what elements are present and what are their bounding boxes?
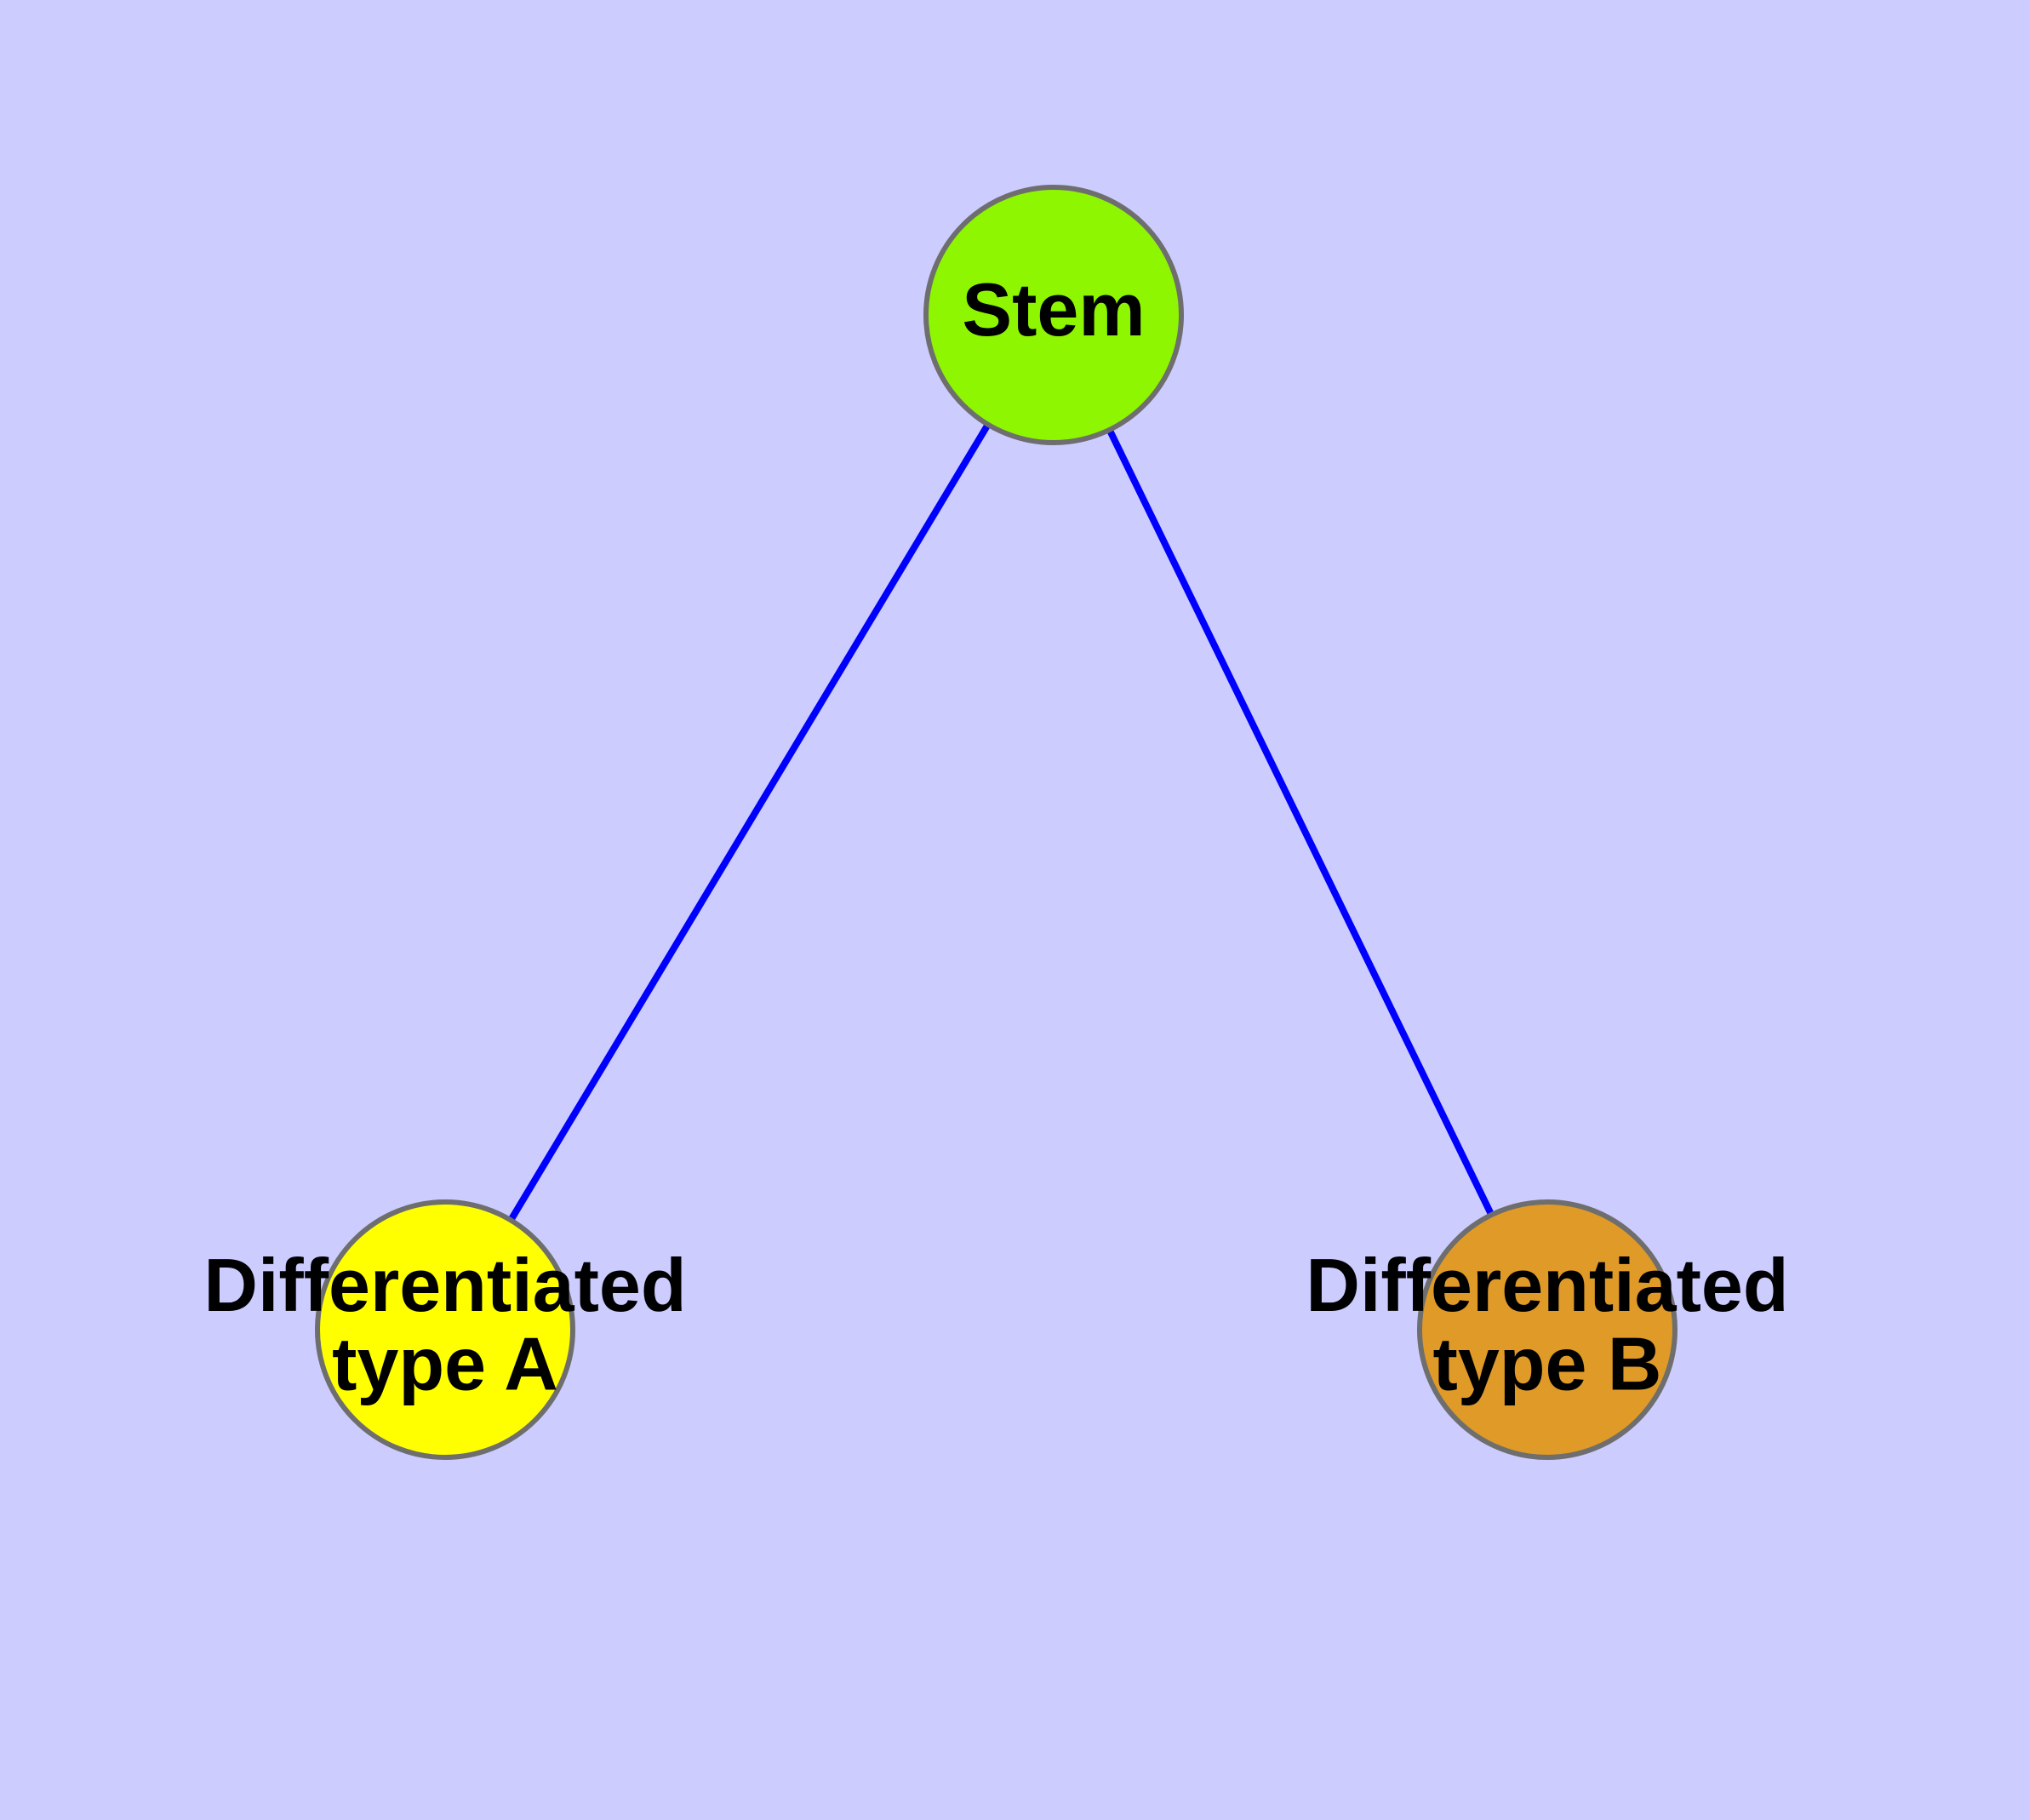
graph-edge (442, 312, 1057, 1332)
graph-node-label-line: Stem (962, 267, 1145, 352)
graph-node-label-line: Differentiated (203, 1243, 686, 1327)
graph-node-stem[interactable] (923, 185, 1184, 445)
graph-node-label-line: Differentiated (1306, 1243, 1788, 1327)
graph-edge (1050, 313, 1551, 1331)
graph-node-label-line: type A (332, 1321, 558, 1405)
graph-node-diff_a[interactable] (315, 1199, 575, 1460)
node-layer (315, 185, 1677, 1460)
graph-node-label-stem: Stem (962, 267, 1145, 352)
edge-layer (442, 312, 1551, 1332)
graph-node-diff_b[interactable] (1417, 1199, 1677, 1460)
graph-node-label-line: type B (1433, 1321, 1662, 1405)
